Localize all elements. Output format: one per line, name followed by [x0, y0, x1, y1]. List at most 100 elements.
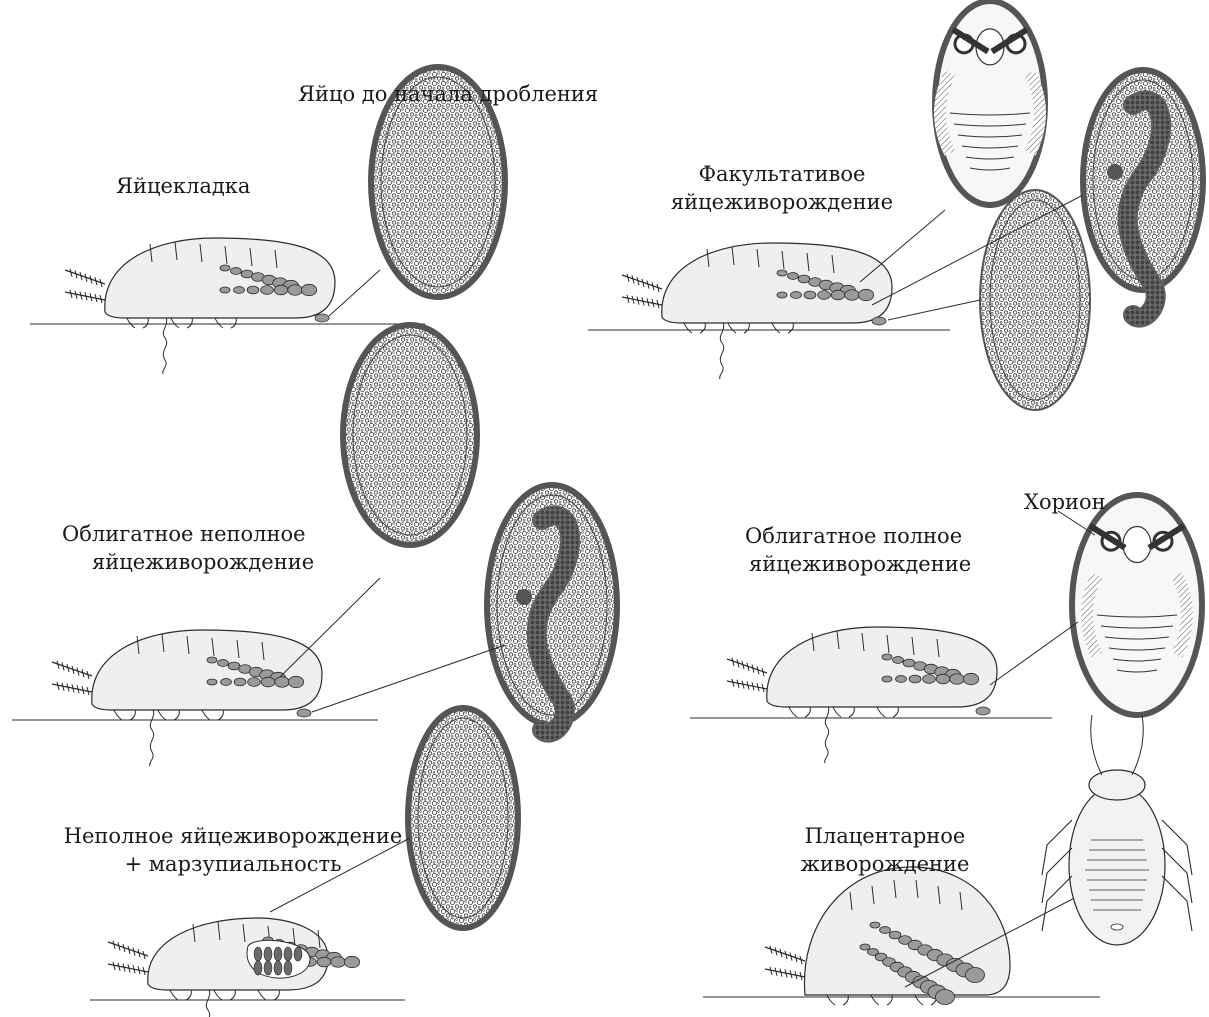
placental-title: Плацентарное живорождение	[780, 822, 990, 878]
egg-obligate-incomplete-germband	[487, 485, 617, 733]
insect-facultative	[622, 243, 892, 379]
germ-cells	[1107, 164, 1123, 180]
chorion-label-text: Хорион	[1024, 488, 1106, 516]
ovariole-bead	[845, 290, 860, 301]
ovariole-bead	[220, 265, 230, 271]
ovariole-bead	[791, 292, 802, 299]
ovariole-bead	[221, 679, 232, 686]
germ-cells	[516, 589, 532, 605]
ovariole-bead	[261, 286, 274, 295]
insect-body	[662, 243, 892, 323]
furca	[163, 314, 167, 374]
pointer-line	[990, 622, 1078, 685]
insect-body	[105, 238, 335, 318]
egg-caption-text: Яйцо до начала дробления	[298, 80, 598, 108]
brood-egg	[294, 947, 302, 961]
furca	[825, 703, 829, 763]
pointer-line	[329, 270, 380, 316]
ovariole-bead	[882, 676, 892, 682]
juvenile-larva	[1042, 715, 1192, 945]
oviparity-title: Яйцекладка	[116, 172, 250, 200]
antennae	[52, 661, 92, 695]
laid-egg	[315, 314, 329, 322]
larva-anus	[1111, 924, 1123, 930]
antennae	[108, 941, 148, 975]
marsupial-title-line1: Неполное яйцеживорождение	[58, 822, 408, 850]
ovariole-bead	[798, 275, 810, 283]
placental-title-line2: живорождение	[780, 850, 990, 878]
insect-marsupial	[108, 918, 360, 1017]
ovariole-bead	[344, 956, 359, 967]
ovariole-bead	[804, 291, 816, 299]
egg-obligate-incomplete-early	[343, 325, 477, 545]
ovariole-bead	[936, 674, 950, 684]
obligate-complete-title-line2: яйцеживорождение	[745, 550, 971, 578]
antennae	[727, 658, 767, 692]
insect-obligate-complete	[727, 627, 997, 763]
egg-marsupial	[408, 708, 518, 928]
insect-body	[767, 627, 997, 707]
ovariole-bead	[896, 676, 907, 683]
oviparity-title-text: Яйцекладка	[116, 172, 250, 200]
ovariole-bead	[288, 285, 303, 296]
ovariole-bead	[234, 678, 246, 686]
brood-egg	[274, 961, 282, 975]
insect-placental	[765, 867, 1010, 1005]
ovariole-bead	[247, 286, 259, 294]
ovariole-bead	[777, 292, 787, 298]
larva-head	[1089, 770, 1145, 800]
pointer-line	[280, 578, 380, 677]
obligate-incomplete-title-line1: Облигатное неполное	[62, 520, 314, 548]
laid-egg	[297, 709, 311, 717]
antennae	[622, 274, 662, 308]
ovariole-bead	[788, 273, 799, 280]
antennae	[65, 269, 105, 303]
egg-chorion-embryo	[1072, 495, 1202, 715]
ovariole-bead	[241, 270, 253, 278]
ovariole-bead	[923, 675, 936, 684]
brood-egg	[254, 947, 262, 961]
larva-antennae	[1091, 715, 1144, 775]
obligate-incomplete-title-line2: яйцеживорождение	[62, 548, 314, 576]
ovariole-bead	[882, 654, 892, 660]
larva-body	[1069, 785, 1165, 945]
placental-title-line1: Плацентарное	[780, 822, 990, 850]
facultative-title-line1: Факультативое	[662, 160, 902, 188]
ovariole-bead	[234, 287, 245, 294]
brood-egg	[254, 961, 262, 975]
antennae	[765, 946, 805, 980]
egg-facultative-germband	[1083, 70, 1203, 318]
chorion-label: Хорион	[1024, 488, 1106, 516]
facultative-title: Факультативое яйцеживорождение	[662, 160, 902, 216]
brood-egg	[264, 961, 272, 975]
laid-egg	[872, 317, 886, 325]
ovariole-bead	[228, 662, 240, 670]
marsupial-title-line2: + марзупиальность	[58, 850, 408, 878]
ovariole-bead	[880, 927, 891, 934]
ovariole-bead	[317, 957, 331, 967]
ovariole-bead	[870, 922, 880, 928]
pointer-line	[860, 210, 945, 282]
embryo-head	[1123, 527, 1151, 563]
ovariole-bead	[858, 289, 873, 300]
egg-caption: Яйцо до начала дробления	[298, 80, 598, 108]
ovariole-bead	[220, 287, 230, 293]
brood-egg	[274, 947, 282, 961]
egg-facultative-early	[980, 190, 1090, 410]
ovariole-bead	[231, 268, 242, 275]
ovariole-bead	[893, 657, 904, 664]
marsupial-title: Неполное яйцеживорождение + марзупиально…	[58, 822, 408, 878]
obligate-complete-title-line1: Облигатное полное	[745, 522, 971, 550]
ovariole-bead	[275, 677, 290, 688]
facultative-title-line2: яйцеживорождение	[662, 188, 902, 216]
ovariole-bead	[777, 270, 787, 276]
ovariole-bead	[860, 944, 870, 950]
ovariole-bead	[248, 678, 261, 687]
ovariole-bead	[903, 659, 915, 667]
obligate-incomplete-title: Облигатное неполное яйцеживорождение	[62, 520, 314, 576]
ovariole-bead	[288, 676, 303, 687]
furca	[150, 706, 154, 766]
egg-chorion	[408, 708, 518, 928]
brood-egg	[284, 961, 292, 975]
ovariole-bead	[909, 675, 921, 683]
